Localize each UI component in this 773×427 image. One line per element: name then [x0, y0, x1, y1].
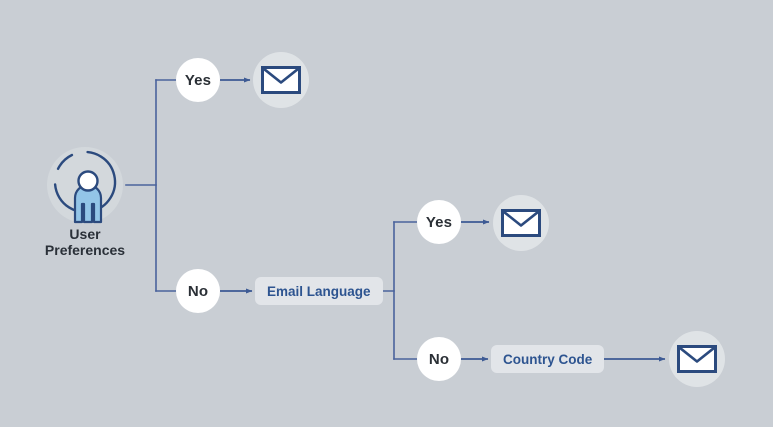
- decision-no-first-label: No: [187, 282, 209, 300]
- start-node-user-preferences[interactable]: User Preferences: [44, 144, 126, 264]
- decision-yes-middle-label: Yes: [425, 213, 453, 231]
- start-node-caption: User Preferences: [26, 226, 144, 258]
- envelope-icon: [261, 66, 301, 94]
- user-circle-icon: [44, 144, 126, 226]
- start-caption-line-1: User: [69, 226, 101, 242]
- decision-no-second-label: No: [428, 350, 450, 368]
- process-country-code-label: Country Code: [503, 351, 593, 367]
- process-email-language[interactable]: Email Language: [255, 277, 383, 305]
- envelope-icon: [677, 345, 717, 373]
- decision-yes-top[interactable]: Yes: [176, 58, 220, 102]
- decision-yes-top-label: Yes: [184, 71, 212, 89]
- envelope-icon: [501, 209, 541, 237]
- start-caption-line-2: Preferences: [44, 242, 126, 259]
- process-country-code[interactable]: Country Code: [491, 345, 605, 373]
- envelope-endpoint-1[interactable]: [253, 52, 309, 108]
- process-email-language-label: Email Language: [267, 283, 371, 299]
- envelope-endpoint-2[interactable]: [493, 195, 549, 251]
- decision-yes-middle[interactable]: Yes: [417, 200, 461, 244]
- decision-no-first[interactable]: No: [176, 269, 220, 313]
- envelope-endpoint-3[interactable]: [669, 331, 725, 387]
- decision-no-second[interactable]: No: [417, 337, 461, 381]
